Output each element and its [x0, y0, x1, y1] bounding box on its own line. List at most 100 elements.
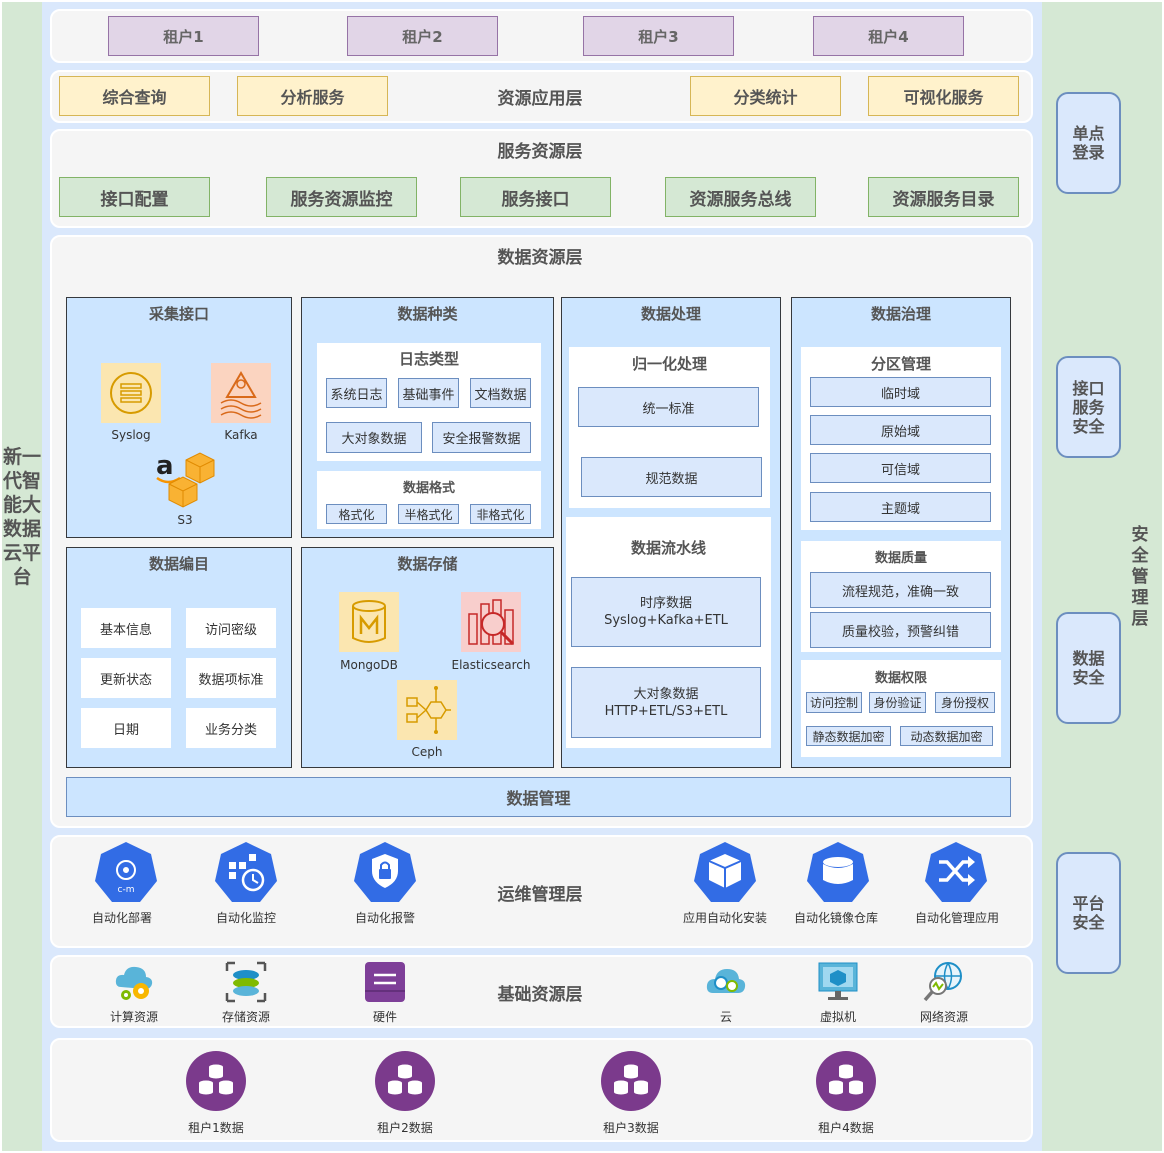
app-install-icon[interactable]: [692, 840, 758, 906]
security-item-sso[interactable]: 单点登录: [1056, 92, 1121, 194]
format-item[interactable]: 格式化: [326, 504, 387, 524]
security-item-label: 单点登录: [1072, 124, 1105, 162]
app-item[interactable]: 分析服务: [237, 76, 388, 116]
auth-item[interactable]: 静态数据加密: [806, 726, 891, 746]
normalize-item[interactable]: 规范数据: [581, 457, 762, 497]
ops-layer: [50, 835, 1033, 948]
infra-label: 存储资源: [221, 1010, 270, 1024]
infra-layer: [50, 955, 1033, 1028]
auth-item[interactable]: 动态数据加密: [900, 726, 993, 746]
tenant-data-label: 租户2数据: [377, 1121, 433, 1135]
infra-label: 硬件: [372, 1010, 397, 1024]
log-item[interactable]: 安全报警数据: [432, 422, 531, 453]
format-item[interactable]: 半格式化: [398, 504, 459, 524]
security-title: 安全管理层: [1131, 525, 1149, 629]
tenant-box[interactable]: 租户2: [347, 16, 498, 56]
tenant-data-label: 租户4数据: [818, 1121, 874, 1135]
security-item-interface[interactable]: 接口服务安全: [1056, 356, 1121, 458]
elasticsearch-label: Elasticsearch: [451, 658, 531, 672]
auth-item[interactable]: 访问控制: [806, 692, 862, 713]
quality-item[interactable]: 质量校验，预警纠错: [810, 612, 991, 648]
cloud-icon[interactable]: [705, 961, 747, 1003]
network-icon[interactable]: [923, 961, 965, 1003]
pipeline-title: 数据流水线: [630, 538, 706, 557]
catalog-item[interactable]: 数据项标准: [186, 658, 276, 698]
pipeline-item-line1: 时序数据: [639, 596, 692, 611]
security-item-label: 平台安全: [1072, 894, 1105, 932]
database-icon[interactable]: [815, 1050, 877, 1112]
log-item[interactable]: 文档数据: [470, 378, 531, 408]
service-item[interactable]: 服务接口: [460, 177, 611, 217]
partition-title: 分区管理: [870, 354, 931, 373]
quality-item[interactable]: 流程规范，准确一致: [810, 572, 991, 608]
database-icon[interactable]: [600, 1050, 662, 1112]
partition-item[interactable]: 可信域: [810, 453, 991, 483]
security-item-label: 接口服务安全: [1072, 378, 1105, 436]
kafka-label: Kafka: [224, 428, 258, 442]
infra-layer-title: 基础资源层: [497, 984, 583, 1005]
monitor-icon[interactable]: [213, 840, 279, 906]
collect-title: 采集接口: [148, 304, 209, 323]
data-management-bar[interactable]: 数据管理: [66, 777, 1011, 817]
pipeline-item-line1: 大对象数据: [633, 686, 699, 702]
catalog-item[interactable]: 更新状态: [81, 658, 171, 698]
alert-icon[interactable]: [352, 840, 418, 906]
auth-item[interactable]: 身份授权: [935, 692, 995, 713]
vm-icon[interactable]: [817, 961, 859, 1003]
service-item[interactable]: 接口配置: [59, 177, 210, 217]
service-item[interactable]: 资源服务总线: [665, 177, 816, 217]
format-item[interactable]: 非格式化: [470, 504, 531, 524]
format-title: 数据格式: [402, 480, 455, 496]
partition-item[interactable]: 原始域: [810, 415, 991, 445]
auth-item[interactable]: 身份验证: [869, 692, 926, 713]
tenant-box[interactable]: 租户4: [813, 16, 964, 56]
log-type-title: 日志类型: [398, 349, 459, 368]
app-item[interactable]: 综合查询: [59, 76, 210, 116]
app-item[interactable]: 可视化服务: [868, 76, 1019, 116]
app-item[interactable]: 分类统计: [690, 76, 841, 116]
database-icon[interactable]: [185, 1050, 247, 1112]
log-item[interactable]: 系统日志: [326, 378, 387, 408]
data-layer-title: 数据资源层: [497, 247, 583, 268]
log-item[interactable]: 大对象数据: [326, 422, 422, 453]
ops-label: 自动化监控: [215, 911, 276, 925]
image-repo-icon[interactable]: [805, 840, 871, 906]
compute-icon[interactable]: [113, 961, 155, 1003]
pipeline-item-line2: HTTP+ETL/S3+ETL: [604, 703, 728, 719]
app-layer-title: 资源应用层: [497, 88, 583, 109]
deploy-icon[interactable]: c-m: [93, 840, 159, 906]
infra-label: 网络资源: [919, 1010, 968, 1024]
partition-item[interactable]: 主题域: [810, 492, 991, 522]
mongodb-icon: [339, 592, 399, 652]
ceph-icon: [397, 680, 457, 740]
governance-title: 数据治理: [870, 304, 931, 323]
mongodb-label: MongoDB: [340, 658, 398, 672]
s3-label: S3: [177, 513, 193, 527]
service-item[interactable]: 服务资源监控: [266, 177, 417, 217]
pipeline-item[interactable]: 时序数据 Syslog+Kafka+ETL: [571, 577, 761, 647]
storage-icon[interactable]: [225, 961, 267, 1003]
normalize-item[interactable]: 统一标准: [578, 387, 759, 427]
kafka-icon: [211, 363, 271, 423]
partition-item[interactable]: 临时域: [810, 377, 991, 407]
catalog-item[interactable]: 基本信息: [81, 608, 171, 648]
catalog-item[interactable]: 业务分类: [186, 708, 276, 748]
tenant-box[interactable]: 租户3: [583, 16, 734, 56]
syslog-label: Syslog: [111, 428, 151, 442]
tenant-box[interactable]: 租户1: [108, 16, 259, 56]
catalog-item[interactable]: 日期: [81, 708, 171, 748]
catalog-item[interactable]: 访问密级: [186, 608, 276, 648]
service-item[interactable]: 资源服务目录: [868, 177, 1019, 217]
ceph-label: Ceph: [411, 745, 443, 759]
security-item-platform[interactable]: 平台安全: [1056, 852, 1121, 974]
syslog-icon: [101, 363, 161, 423]
log-item[interactable]: 基础事件: [398, 378, 459, 408]
security-item-label: 数据安全: [1072, 649, 1105, 687]
database-icon[interactable]: [374, 1050, 436, 1112]
security-item-data[interactable]: 数据安全: [1056, 612, 1121, 724]
pipeline-item[interactable]: 大对象数据 HTTP+ETL/S3+ETL: [571, 667, 761, 738]
hardware-icon[interactable]: [364, 961, 406, 1003]
infra-label: 云: [719, 1010, 732, 1024]
shuffle-icon[interactable]: [923, 840, 989, 906]
quality-title: 数据质量: [874, 550, 927, 566]
